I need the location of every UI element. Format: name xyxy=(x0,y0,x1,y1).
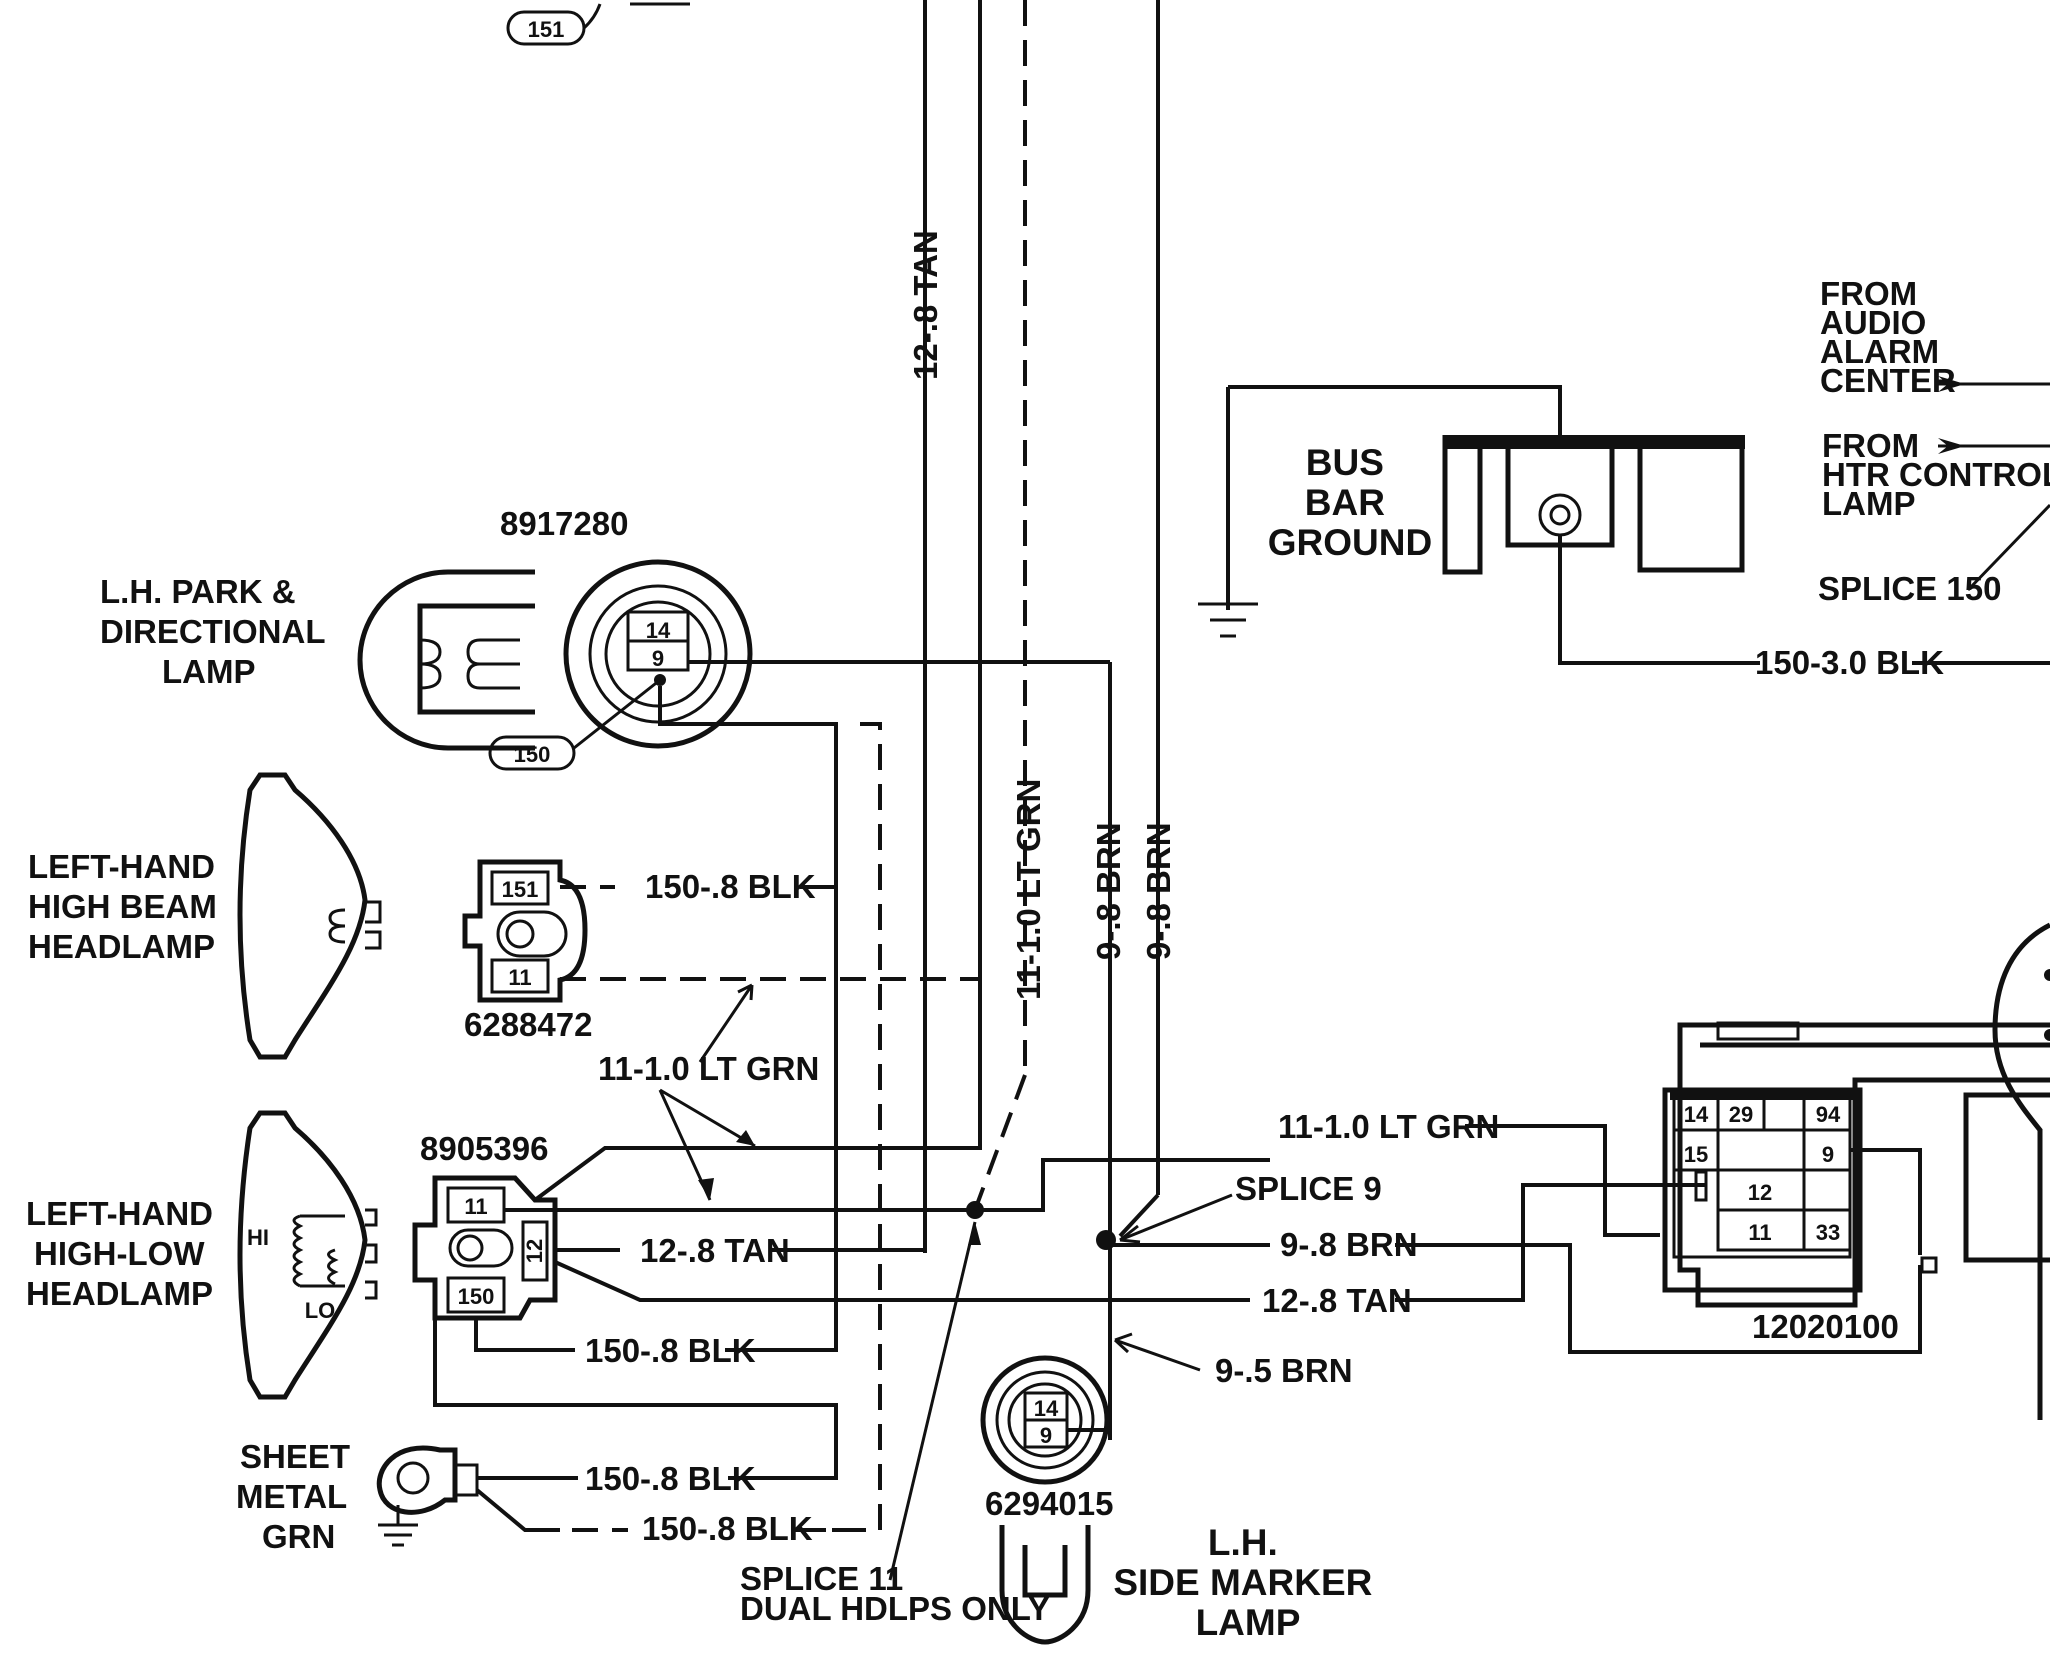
park-pin-1: 14 xyxy=(646,618,671,643)
wire-label-brn-vertical-2: 9-.8 BRN xyxy=(1140,822,1177,960)
park-connector-part-number: 8917280 xyxy=(500,505,628,542)
wire-label-ltgrn-right: 11-1.0 LT GRN xyxy=(1278,1108,1499,1145)
bus-bar-label: BUS BAR GROUND xyxy=(1268,442,1432,563)
wire-label-tan-right: 12-.8 TAN xyxy=(1262,1282,1412,1319)
wire-label-ltgrn-vertical: 11-1.0 LT GRN xyxy=(1010,779,1047,1000)
side-marker-pin-1: 14 xyxy=(1034,1396,1059,1421)
sheet-metal-label: SHEET METAL GRN xyxy=(236,1438,359,1555)
wire-label-tan-vertical: 12-.8 TAN xyxy=(907,230,944,380)
bulkhead-part-number: 12020100 xyxy=(1752,1308,1899,1345)
splice-150-label: SPLICE 150 xyxy=(1818,570,2001,607)
wire-label-brn-right: 9-.8 BRN xyxy=(1280,1226,1418,1263)
bulkhead-pin-4: 15 xyxy=(1684,1142,1708,1167)
trunk-wires xyxy=(923,0,1160,1440)
bulkhead-pin-1: 14 xyxy=(1684,1102,1709,1127)
sheet-metal-ground xyxy=(376,1445,479,1547)
svg-text:150: 150 xyxy=(514,742,551,767)
park-lamp xyxy=(357,569,535,751)
bulkhead-pin-5: 9 xyxy=(1822,1142,1834,1167)
circuit-tag-151: 151 xyxy=(506,2,690,46)
high-low-pin-1: 11 xyxy=(464,1194,487,1219)
bus-bar-ground xyxy=(1198,385,1760,665)
splice-9-label: SPLICE 9 xyxy=(1235,1170,1382,1207)
bulkhead-pin-3: 94 xyxy=(1816,1102,1841,1127)
circuit-tag-150: 150 xyxy=(488,678,661,771)
lo-label: LO xyxy=(305,1298,336,1323)
high-low-connector: 11 12 150 xyxy=(412,1175,558,1321)
high-low-part-number: 8905396 xyxy=(420,1130,548,1167)
high-beam-pin-1: 151 xyxy=(502,877,539,902)
side-marker-connector: 14 9 xyxy=(980,1355,1110,1485)
high-low-headlamp xyxy=(237,1110,378,1400)
bulkhead-pin-2: 29 xyxy=(1729,1102,1753,1127)
high-beam-connector: 151 11 xyxy=(462,859,588,1003)
wire-label-brn-vertical-1: 9-.8 BRN xyxy=(1090,822,1127,960)
splice-9-dot xyxy=(1096,1230,1116,1250)
partial-component xyxy=(1992,922,2050,1420)
high-beam-pin-2: 11 xyxy=(508,965,531,990)
wire-label-blk-sheet-2: 150-.8 BLK xyxy=(642,1510,813,1547)
high-beam-label: LEFT-HAND HIGH BEAM HEADLAMP xyxy=(28,848,226,965)
splice-11-label: SPLICE 11 DUAL HDLPS ONLY xyxy=(740,1560,1050,1627)
svg-text:151: 151 xyxy=(528,17,565,42)
wire-label-brn-side-marker: 9-.5 BRN xyxy=(1215,1352,1353,1389)
bulkhead-pin-8: 33 xyxy=(1816,1220,1840,1245)
bulkhead-connector: 14 29 94 15 9 12 11 33 xyxy=(1662,1021,2050,1308)
side-marker-part-number: 6294015 xyxy=(985,1485,1113,1522)
from-htr-label: FROM HTR CONTROL LAMP xyxy=(1822,427,2050,522)
wire-label-blk-high-beam: 150-.8 BLK xyxy=(645,868,816,905)
bulkhead-pin-6: 12 xyxy=(1748,1180,1772,1205)
side-marker-lamp xyxy=(999,1525,1091,1645)
wire-label-ltgrn-callout: 11-1.0 LT GRN xyxy=(598,1050,819,1087)
side-marker-pin-2: 9 xyxy=(1040,1423,1052,1448)
high-low-pin-2: 12 xyxy=(522,1239,547,1263)
bulkhead-pin-7: 11 xyxy=(1748,1220,1771,1245)
side-marker-label: L.H. SIDE MARKER LAMP xyxy=(1113,1522,1382,1643)
park-lamp-label: L.H. PARK & DIRECTIONAL LAMP xyxy=(100,573,334,690)
wire-label-blk-sheet-1: 150-.8 BLK xyxy=(585,1460,756,1497)
high-low-pin-3: 150 xyxy=(458,1284,495,1309)
from-audio-label: FROM AUDIO ALARM CENTER xyxy=(1820,275,1956,399)
hi-label: HI xyxy=(247,1225,269,1250)
high-beam-part-number: 6288472 xyxy=(464,1006,592,1043)
park-pin-2: 9 xyxy=(652,646,664,671)
wire-label-tan-high-low: 12-.8 TAN xyxy=(640,1232,790,1269)
high-beam-headlamp xyxy=(237,772,382,1060)
high-low-label: LEFT-HAND HIGH-LOW HEADLAMP xyxy=(26,1195,222,1312)
